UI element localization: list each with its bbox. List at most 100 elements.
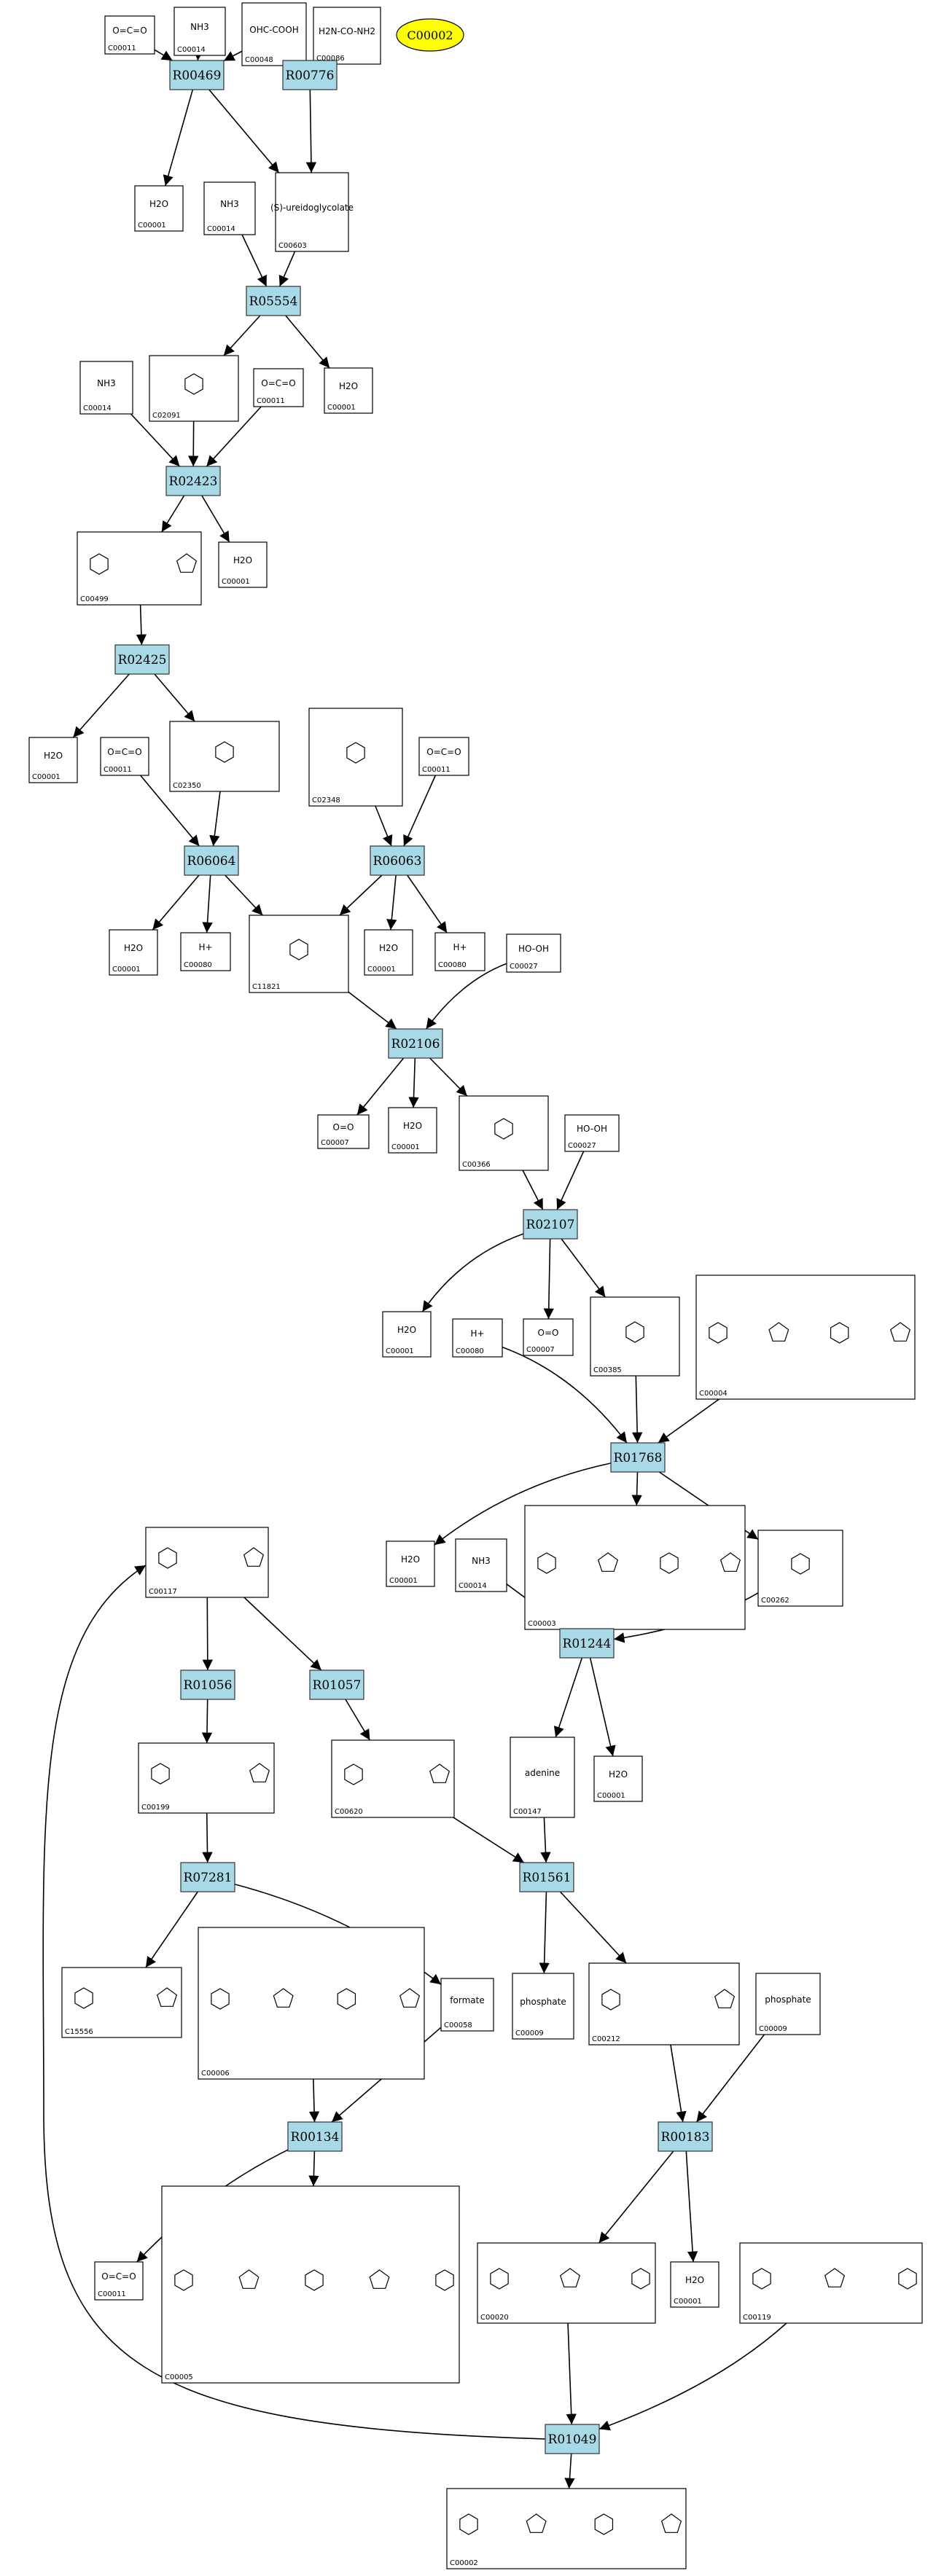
compound-id: C00014 bbox=[83, 404, 112, 412]
compound-C00366[interactable]: C00366 bbox=[459, 1096, 548, 1170]
compound-C00020[interactable]: C00020 bbox=[477, 2243, 655, 2323]
compound-C11821[interactable]: C11821 bbox=[249, 915, 348, 993]
reaction-R02423[interactable]: R02423 bbox=[166, 466, 220, 496]
edge-h4-R01768 bbox=[636, 1376, 637, 1443]
structure-formula: H2O bbox=[149, 199, 168, 209]
reaction-R07281[interactable]: R07281 bbox=[181, 1863, 235, 1892]
compound-C00199[interactable]: C00199 bbox=[139, 1743, 274, 1813]
compound-C00080[interactable]: H+C00080 bbox=[453, 1319, 502, 1357]
compound-id: C00002 bbox=[450, 2559, 478, 2567]
compound-C00212[interactable]: C00212 bbox=[589, 1963, 739, 2045]
reaction-R02106[interactable]: R02106 bbox=[389, 1029, 442, 1058]
compound-C00385[interactable]: C00385 bbox=[590, 1297, 679, 1376]
compound-C02348[interactable]: C02348 bbox=[309, 708, 402, 806]
reaction-R06063[interactable]: R06063 bbox=[370, 846, 424, 875]
edge-R02423-d2 bbox=[202, 496, 230, 542]
compound-C02091[interactable]: C02091 bbox=[149, 356, 238, 421]
edge-k6-R00183 bbox=[696, 2035, 764, 2122]
compound-C00005[interactable]: C00005 bbox=[162, 2186, 459, 2383]
edge-R02107-h4 bbox=[561, 1239, 605, 1297]
reaction-R01244[interactable]: R01244 bbox=[560, 1629, 614, 1658]
structure-formula: HO-OH bbox=[577, 1124, 607, 1134]
compound-box bbox=[162, 2186, 459, 2383]
compound-id: C00001 bbox=[389, 1577, 418, 1585]
reaction-R06064[interactable]: R06064 bbox=[184, 846, 238, 875]
edge-R02106-g3 bbox=[430, 1058, 467, 1096]
compound-id: C00011 bbox=[422, 766, 451, 774]
compound-C00080[interactable]: H+C00080 bbox=[181, 933, 230, 971]
edge-c1-R02423 bbox=[130, 414, 179, 466]
edge-R02107-h3 bbox=[548, 1239, 550, 1319]
compound-C00006[interactable]: C00006 bbox=[198, 1927, 424, 2079]
reaction-R01049[interactable]: R01049 bbox=[545, 2424, 599, 2454]
edge-j3-R01561 bbox=[544, 1817, 546, 1863]
reaction-R00469[interactable]: R00469 bbox=[170, 60, 224, 90]
reaction-R05554[interactable]: R05554 bbox=[246, 286, 300, 316]
compound-id: C00499 bbox=[80, 595, 109, 603]
compound-C00001[interactable]: H2O C00001 bbox=[386, 1541, 434, 1586]
structure-formula: NH3 bbox=[220, 199, 239, 209]
compound-C00117[interactable]: C00117 bbox=[146, 1527, 268, 1597]
compound-C00499[interactable]: C00499 bbox=[77, 532, 201, 605]
reaction-R02107[interactable]: R02107 bbox=[523, 1210, 577, 1239]
compound-id: C00080 bbox=[184, 961, 212, 969]
compound-id: C00009 bbox=[759, 2025, 787, 2033]
reaction-R01768[interactable]: R01768 bbox=[611, 1443, 665, 1472]
structure-formula: HO-OH bbox=[518, 944, 549, 954]
target-compound[interactable]: C00002 bbox=[397, 19, 464, 51]
reaction-R00776[interactable]: R00776 bbox=[283, 60, 337, 90]
reaction-R02425[interactable]: R02425 bbox=[115, 645, 169, 674]
structure-formula: H2O bbox=[397, 1325, 416, 1335]
compound-C15556[interactable]: C15556 bbox=[62, 1968, 182, 2037]
reaction-R01057[interactable]: R01057 bbox=[310, 1670, 364, 1699]
reaction-R01561[interactable]: R01561 bbox=[520, 1863, 574, 1892]
compound-C02350[interactable]: C02350 bbox=[170, 721, 279, 791]
edge-l5-R01049 bbox=[599, 2323, 787, 2429]
compound-C00002[interactable]: C00002 bbox=[447, 2489, 686, 2569]
structure-formula: H2O bbox=[401, 1554, 420, 1565]
compound-C00004[interactable]: C00004 bbox=[696, 1275, 915, 1399]
edge-k5-R00183 bbox=[671, 2045, 683, 2122]
compound-C00119[interactable]: C00119 bbox=[740, 2243, 922, 2323]
reaction-R00183[interactable]: R00183 bbox=[658, 2122, 712, 2151]
compound-C00003[interactable]: C00003 bbox=[525, 1506, 745, 1629]
reaction-R00134[interactable]: R00134 bbox=[288, 2122, 342, 2151]
reaction-label: R02107 bbox=[526, 1218, 575, 1232]
compound-C00620[interactable]: C00620 bbox=[332, 1740, 454, 1817]
compound-C00262[interactable]: C00262 bbox=[758, 1530, 843, 1606]
reaction-R01056[interactable]: R01056 bbox=[181, 1670, 235, 1699]
compound-box bbox=[590, 1297, 679, 1376]
edge-R01561-k5 bbox=[561, 1892, 627, 1963]
compound-C00080[interactable]: H+C00080 bbox=[435, 933, 485, 971]
